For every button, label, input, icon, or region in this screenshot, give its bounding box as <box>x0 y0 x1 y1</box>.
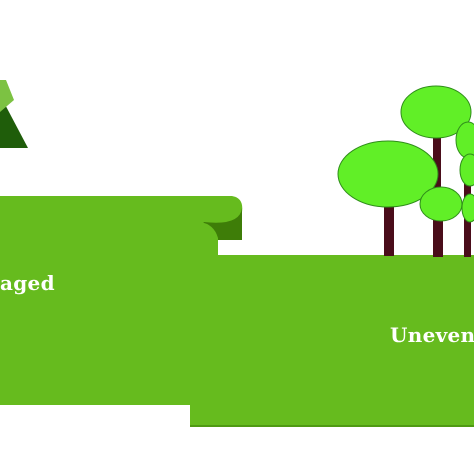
left-banner-label: aged <box>0 271 55 295</box>
triangle-icon <box>0 80 28 148</box>
forest-trees <box>337 85 474 257</box>
right-banner <box>189 222 474 427</box>
tree-canopy <box>400 85 472 139</box>
tree-canopy <box>461 193 474 223</box>
tree-canopy <box>459 153 474 187</box>
right-banner-label: Uneven <box>390 323 474 347</box>
tree-canopy <box>419 186 463 222</box>
tree-trunk <box>384 196 394 256</box>
tree-trunk <box>437 214 443 257</box>
tree-canopy <box>337 140 439 208</box>
